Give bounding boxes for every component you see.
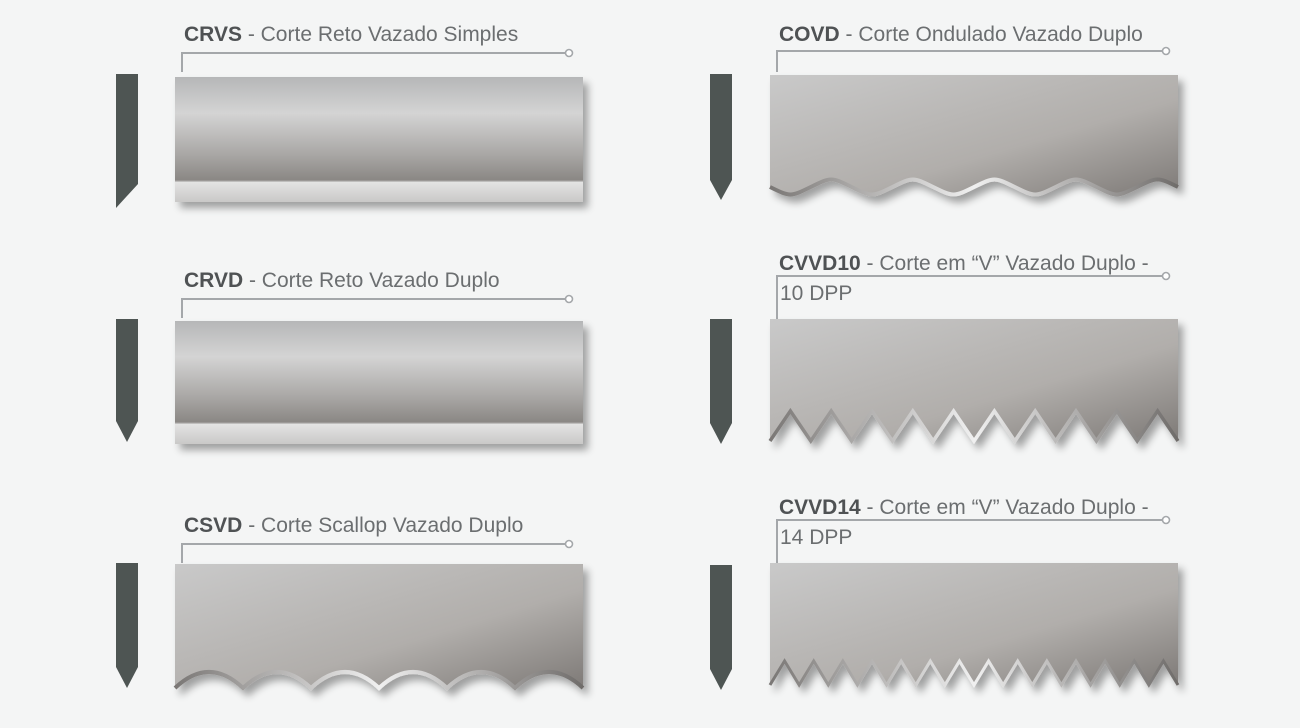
blade-panel-cvvd10: CVVD10 - Corte em “V” Vazado Duplo - 10 … [650, 240, 1300, 480]
blade-profile-icon [116, 563, 138, 688]
blade-image [769, 75, 1179, 197]
blade-panel-csvd: CSVD - Corte Scallop Vazado Duplo [0, 480, 650, 728]
blade-image [175, 321, 583, 444]
blade-panel-cvvd14: CVVD14 - Corte em “V” Vazado Duplo - 14 … [650, 480, 1300, 728]
blade-description: - Corte em “V” Vazado Duplo - [866, 252, 1149, 275]
blade-label: CSVD - Corte Scallop Vazado Duplo [184, 514, 523, 538]
blade-profile-icon [710, 74, 732, 200]
blade-label-line2: 14 DPP [780, 526, 853, 549]
blade-label: CVVD14 - Corte em “V” Vazado Duplo - [779, 496, 1149, 520]
blade-image [768, 319, 1180, 445]
blade-image [175, 77, 583, 202]
label-bracket [776, 515, 1171, 565]
blade-description: - Corte Scallop Vazado Duplo [248, 514, 524, 537]
label-bracket [776, 46, 1171, 72]
blade-code: CVVD14 [779, 496, 861, 519]
blade-label: CVVD10 - Corte em “V” Vazado Duplo - [779, 252, 1149, 276]
blade-description: - Corte Ondulado Vazado Duplo [845, 23, 1143, 46]
blade-panel-crvs: CRVS - Corte Reto Vazado Simples [0, 0, 650, 240]
blade-label: CRVS - Corte Reto Vazado Simples [184, 23, 518, 47]
blade-code: COVD [779, 23, 840, 46]
blade-panel-crvd: CRVD - Corte Reto Vazado Duplo [0, 240, 650, 480]
label-bracket [181, 48, 574, 72]
blade-code: CRVS [184, 23, 242, 46]
label-bracket [181, 539, 574, 563]
label-bracket [776, 271, 1171, 321]
blade-image [173, 564, 585, 691]
blade-description: - Corte Reto Vazado Simples [247, 23, 519, 46]
blade-code: CVVD10 [779, 252, 861, 275]
blade-profile-icon [116, 74, 138, 208]
blade-code: CRVD [184, 269, 244, 292]
blade-label-line2: 10 DPP [780, 282, 853, 305]
blade-profile-icon [116, 319, 138, 442]
blade-description: - Corte em “V” Vazado Duplo - [866, 496, 1149, 519]
blade-image [768, 563, 1180, 688]
blade-description: - Corte Reto Vazado Duplo [248, 269, 500, 292]
blade-profile-icon [710, 319, 732, 444]
label-bracket [181, 294, 574, 318]
blade-profile-icon [710, 565, 732, 690]
blade-label: CRVD - Corte Reto Vazado Duplo [184, 269, 500, 293]
blade-label: COVD - Corte Ondulado Vazado Duplo [779, 23, 1143, 47]
blade-panel-covd: COVD - Corte Ondulado Vazado Duplo [650, 0, 1300, 240]
blade-code: CSVD [184, 514, 243, 537]
